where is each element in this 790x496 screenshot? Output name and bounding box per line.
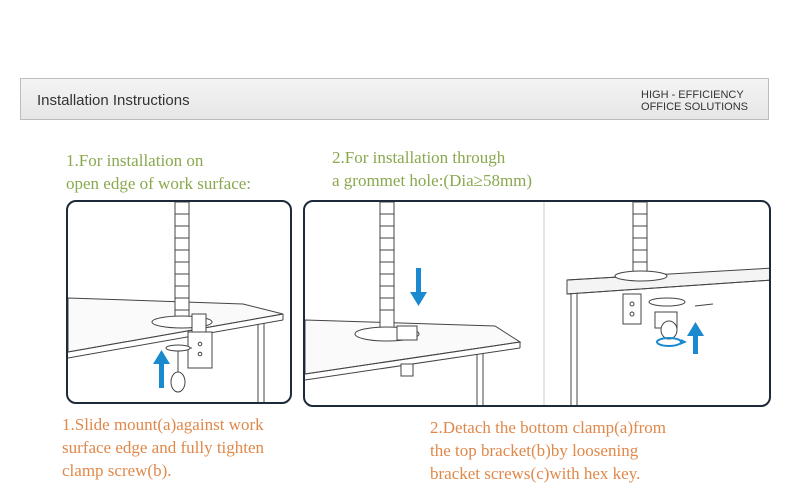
rotate-arrow-icon <box>656 337 687 347</box>
section1-heading-line-2: open edge of work surface: <box>66 174 252 193</box>
section2-heading-line-1: 2.For installation through <box>332 148 506 167</box>
header-title: Installation Instructions <box>37 92 190 109</box>
arrow-up-icon <box>153 350 170 388</box>
section2-caption-line-3: bracket screws(c)with hex key. <box>430 464 641 483</box>
edge-clamp-drawing <box>68 202 284 402</box>
illustration-edge-clamp <box>66 200 292 404</box>
section1-caption-line-1: 1.Slide mount(a)against work <box>62 415 264 434</box>
illustration-grommet <box>303 200 771 407</box>
section1-caption: 1.Slide mount(a)against work surface edg… <box>62 413 264 482</box>
header-tagline: HIGH - EFFICIENCY OFFICE SOLUTIONS <box>641 89 748 113</box>
section1-caption-line-2: surface edge and fully tighten <box>62 438 265 457</box>
section2-caption-line-2: the top bracket(b)by loosening <box>430 441 639 460</box>
section2-heading-line-2: a grommet hole:(Dia≥58mm) <box>332 171 533 190</box>
arrow-up-icon <box>687 322 704 354</box>
section1-heading: 1.For installation on open edge of work … <box>66 149 251 195</box>
tagline-line-2: OFFICE SOLUTIONS <box>641 101 748 113</box>
tagline-line-1: HIGH - EFFICIENCY <box>641 89 744 101</box>
section2-heading: 2.For installation through a grommet hol… <box>332 146 532 192</box>
section2-caption-line-1: 2.Detach the bottom clamp(a)from <box>430 418 667 437</box>
header-bar: Installation Instructions HIGH - EFFICIE… <box>20 78 769 120</box>
arrow-down-icon <box>410 268 427 306</box>
section1-heading-line-1: 1.For installation on <box>66 151 204 170</box>
section1-caption-line-3: clamp screw(b). <box>62 461 172 480</box>
section2-caption: 2.Detach the bottom clamp(a)from the top… <box>430 416 666 485</box>
grommet-drawing <box>305 202 769 405</box>
